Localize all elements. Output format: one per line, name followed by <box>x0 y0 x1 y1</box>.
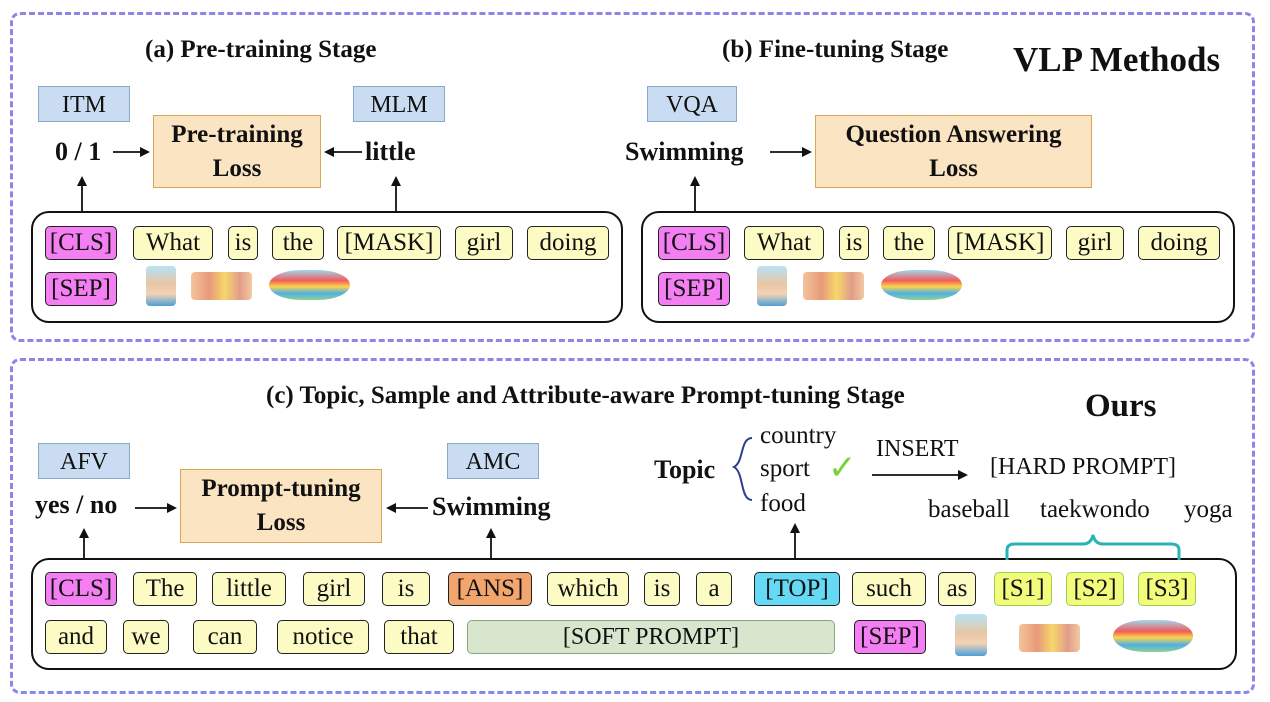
token: such <box>852 572 926 606</box>
panel-a-sequence <box>31 211 623 323</box>
token-sep: [SEP] <box>45 272 117 306</box>
vqa-label: VQA <box>647 86 737 122</box>
token-cls: [CLS] <box>45 226 117 260</box>
goggles-image <box>803 272 864 300</box>
token-ans: [ANS] <box>448 572 532 606</box>
token: What <box>133 226 213 260</box>
token: girl <box>303 572 365 606</box>
panel-a-title: (a) Pre-training Stage <box>145 36 377 63</box>
pretraining-loss-line2: Loss <box>212 154 262 182</box>
girl-image <box>757 266 787 306</box>
mlm-label: MLM <box>353 86 445 122</box>
girl-image <box>955 614 987 656</box>
token: notice <box>277 620 369 654</box>
pool-float-image <box>269 270 350 300</box>
topic-brace <box>731 437 753 501</box>
panel-c-title: (c) Topic, Sample and Attribute-aware Pr… <box>266 382 905 409</box>
qa-loss-line1: Question Answering <box>845 120 1062 148</box>
token-top: [TOP] <box>754 572 840 606</box>
sample-item: yoga <box>1184 496 1233 523</box>
pool-float-image <box>881 270 962 300</box>
amc-output: Swimming <box>432 492 551 521</box>
sample-item: taekwondo <box>1040 496 1150 523</box>
pool-float-image <box>1113 620 1193 652</box>
itm-label: ITM <box>38 86 130 122</box>
panel-b-sequence <box>641 211 1235 323</box>
token: doing <box>527 226 609 260</box>
token: which <box>547 572 629 606</box>
token: the <box>883 226 935 260</box>
topic-label: Topic <box>654 455 716 484</box>
token: is <box>644 572 680 606</box>
panel-b-title: (b) Fine-tuning Stage <box>722 36 949 63</box>
goggles-image <box>191 272 252 300</box>
itm-output: 0 / 1 <box>55 137 102 166</box>
token: What <box>744 226 824 260</box>
token: girl <box>1066 226 1124 260</box>
token-cls: [CLS] <box>658 226 730 260</box>
topic-item: country <box>760 422 837 449</box>
ours-label: Ours <box>1085 388 1157 424</box>
qa-loss-line2: Loss <box>929 154 978 182</box>
vqa-output: Swimming <box>625 137 744 166</box>
topic-item-selected: sport <box>760 455 810 482</box>
prompt-tuning-loss-line2: Loss <box>256 509 306 536</box>
amc-label: AMC <box>447 443 539 479</box>
prompt-tuning-loss-line1: Prompt-tuning <box>201 475 361 502</box>
mlm-output: little <box>365 137 416 166</box>
pretraining-loss-line1: Pre-training <box>171 120 303 148</box>
topic-item: food <box>760 490 806 517</box>
token-sep: [SEP] <box>854 620 926 654</box>
token-s1: [S1] <box>994 572 1052 606</box>
token-sep: [SEP] <box>658 272 730 306</box>
vlp-panel <box>10 12 1255 342</box>
goggles-image <box>1019 624 1080 652</box>
token-s3: [S3] <box>1138 572 1196 606</box>
token: little <box>212 572 286 606</box>
token: and <box>45 620 107 654</box>
token: is <box>228 226 258 260</box>
token: we <box>123 620 169 654</box>
afv-label: AFV <box>38 443 130 479</box>
token-mask: [MASK] <box>337 226 441 260</box>
token: that <box>384 620 454 654</box>
ours-panel <box>10 358 1255 694</box>
token: the <box>272 226 324 260</box>
soft-prompt-token: [SOFT PROMPT] <box>467 620 835 654</box>
hard-prompt-label: [HARD PROMPT] <box>990 454 1177 480</box>
token: doing <box>1138 226 1220 260</box>
token-mask: [MASK] <box>948 226 1052 260</box>
vlp-methods-label: VLP Methods <box>1013 40 1221 79</box>
token: girl <box>455 226 513 260</box>
samples-brace <box>1005 534 1181 560</box>
girl-image <box>146 266 176 306</box>
token: a <box>696 572 732 606</box>
token: can <box>193 620 257 654</box>
token-s2: [S2] <box>1066 572 1124 606</box>
insert-label: INSERT <box>876 436 959 462</box>
afv-output: yes / no <box>35 490 118 519</box>
token: as <box>938 572 976 606</box>
check-mark-icon: ✓ <box>828 448 857 488</box>
sample-item: baseball <box>928 496 1010 523</box>
token: The <box>133 572 197 606</box>
token-cls: [CLS] <box>45 572 117 606</box>
token: is <box>839 226 869 260</box>
panel-c-sequence <box>31 558 1237 670</box>
token: is <box>382 572 430 606</box>
